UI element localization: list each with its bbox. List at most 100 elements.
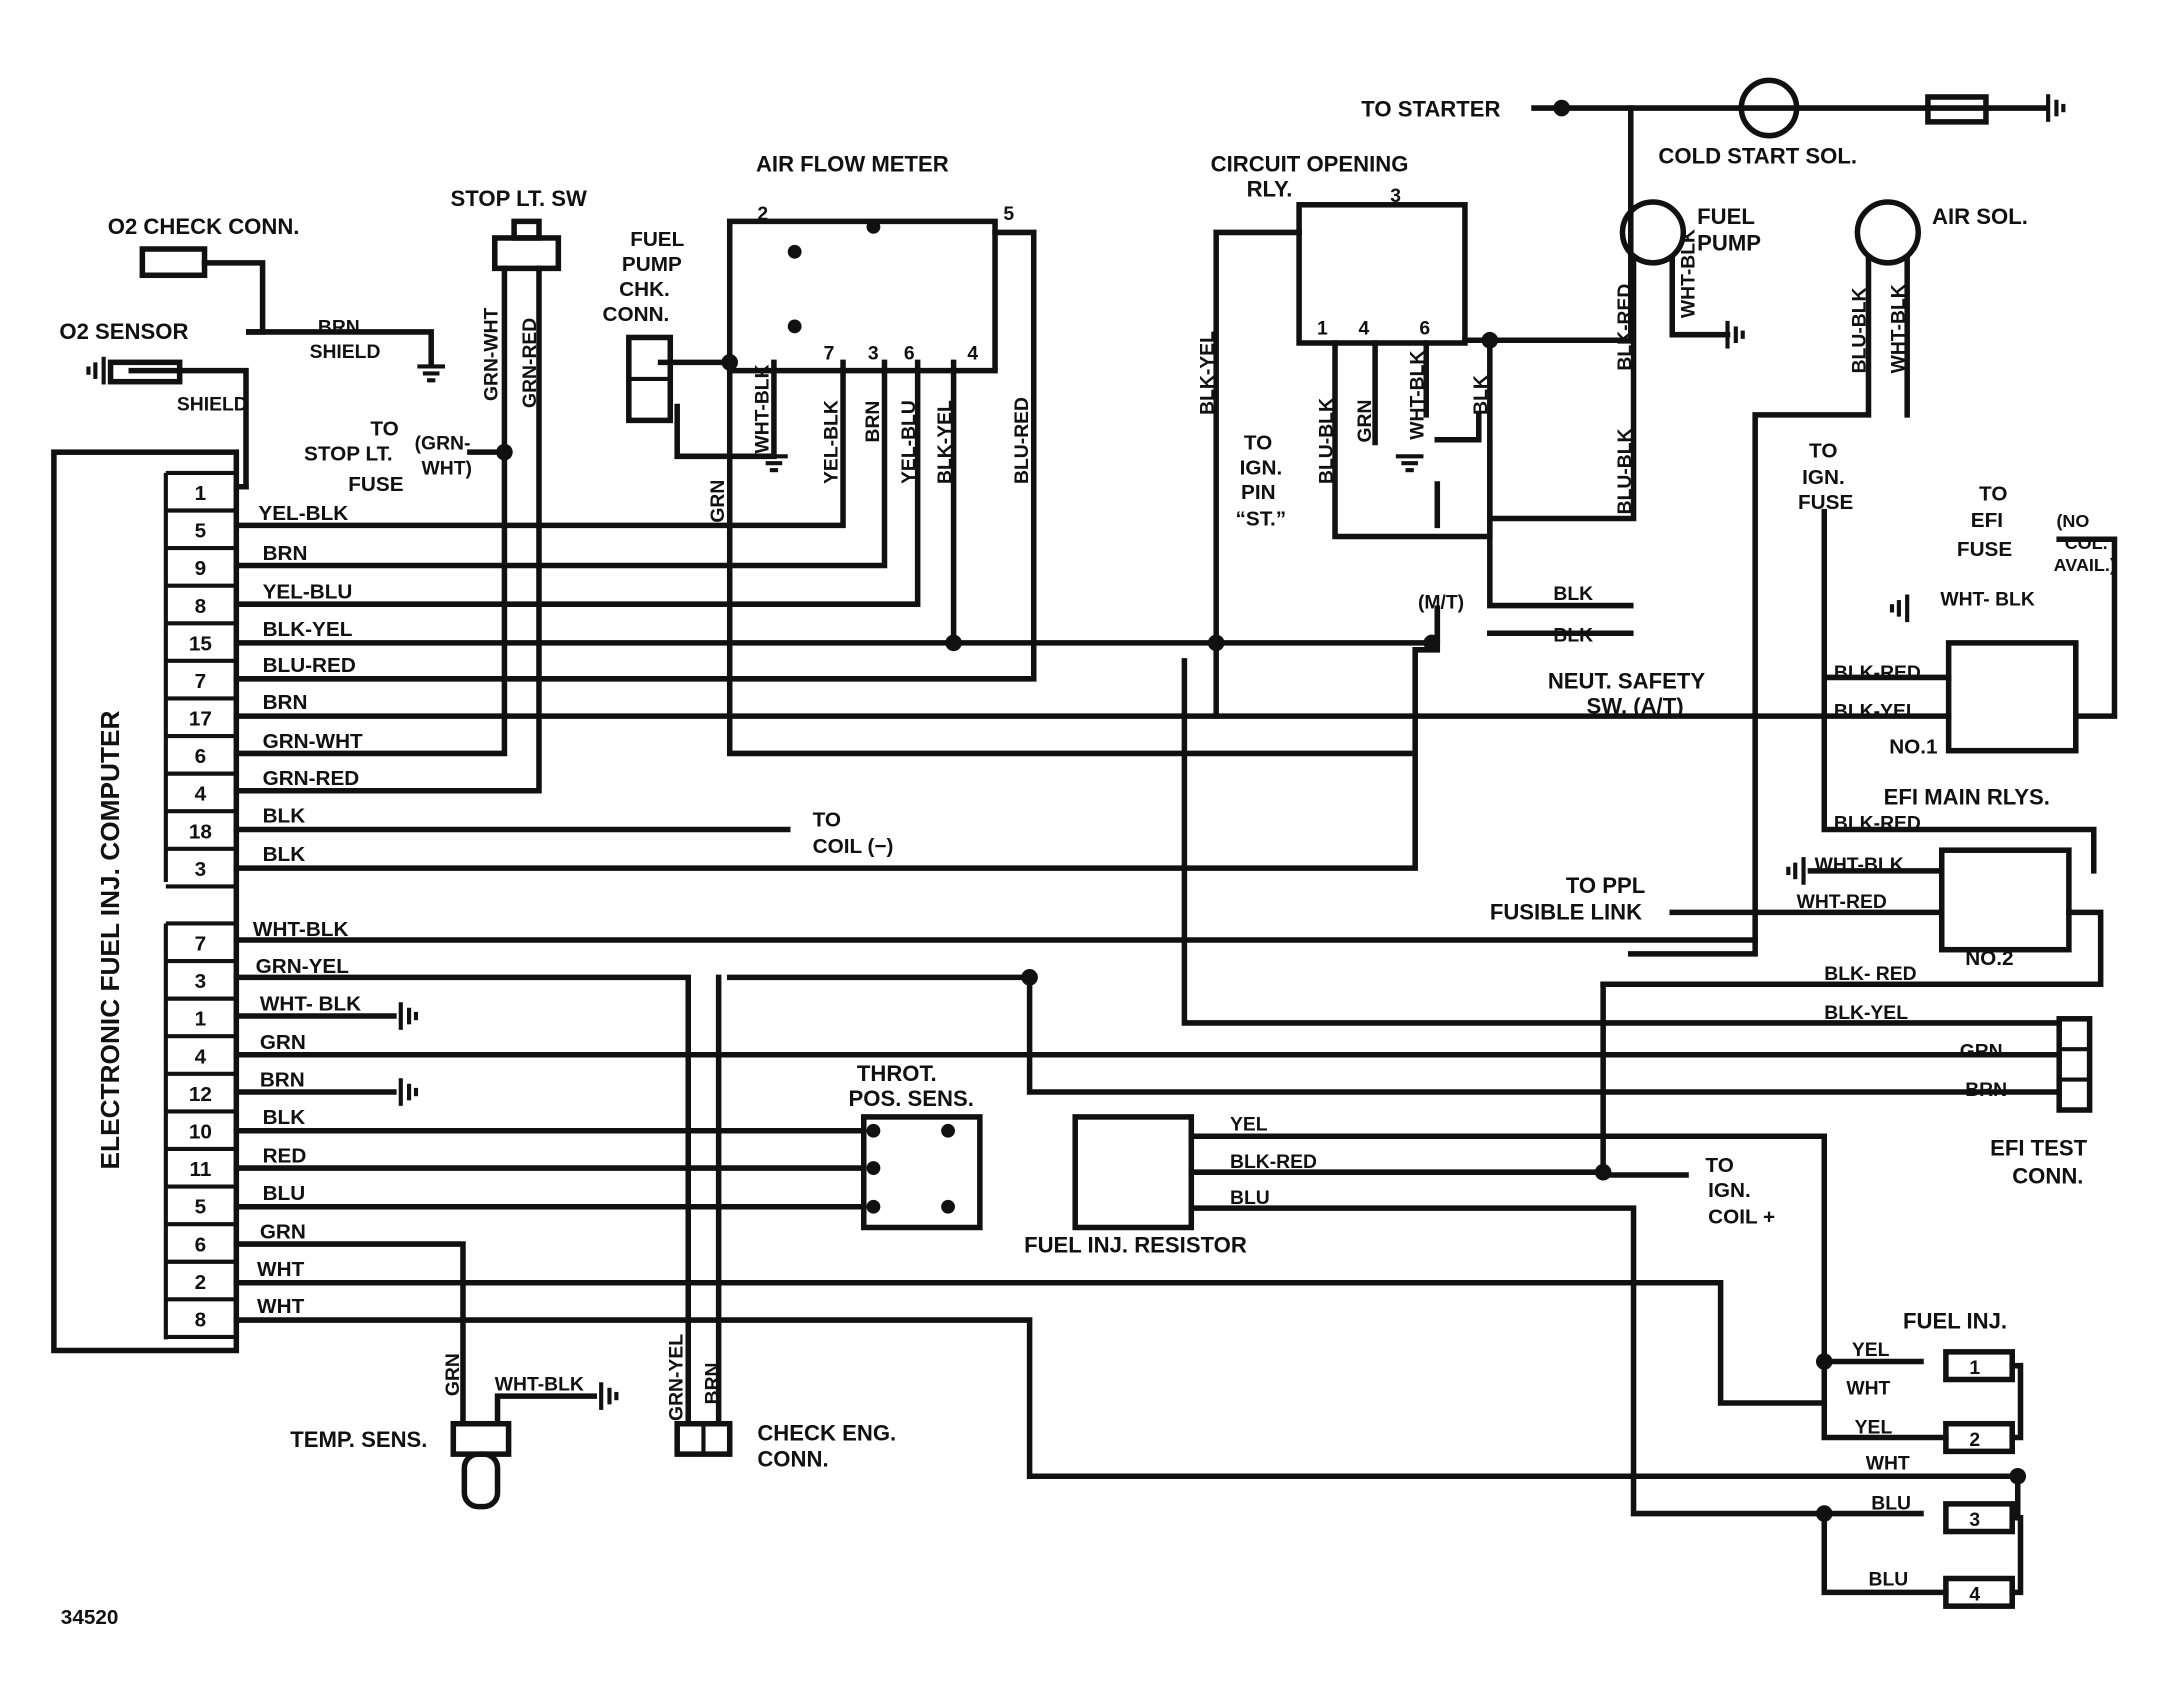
- check-eng-label: CONN.: [757, 1447, 828, 1472]
- wire-label-vertical: GRN-YEL: [666, 1334, 688, 1421]
- computer-pin-number: 1: [195, 482, 207, 505]
- efi-test-label: CONN.: [2012, 1163, 2083, 1188]
- grn-wht-paren: WHT): [422, 457, 472, 479]
- fuel-injector-resistor: [1072, 1114, 1195, 1231]
- shield-label: SHIELD: [177, 394, 248, 416]
- fuel-pump-label: FUEL: [1697, 204, 1755, 229]
- nss-wire-label: BLK: [1553, 625, 1593, 647]
- to-efi-fuse-label: EFI: [1971, 509, 2003, 532]
- ground-icon: [760, 454, 788, 473]
- computer-pin-number: 5: [195, 520, 207, 543]
- wire-label-vertical: WHT-BLK: [751, 364, 773, 453]
- ground-icon: [417, 364, 446, 383]
- fuel-pump-chk-label: PUMP: [622, 253, 682, 276]
- resistor-wire-label: BLU: [1230, 1187, 1270, 1209]
- wire-label-bottom: WHT: [257, 1258, 305, 1281]
- neut-safety-label: SW. (A/T): [1587, 693, 1684, 718]
- computer-pin-number: 5: [195, 1196, 207, 1219]
- relay-wire-label: BLK-RED: [1834, 812, 1921, 834]
- wire-label-vertical: BLU-RED: [1011, 397, 1033, 484]
- injector-number: 2: [1969, 1429, 1980, 1451]
- wire-label-vertical: BRN: [862, 401, 884, 443]
- to-efi-fuse-label: TO: [1979, 483, 2007, 506]
- air-flow-meter-label: AIR FLOW METER: [756, 152, 949, 177]
- wire-label-top: GRN-WHT: [263, 730, 363, 753]
- wire-label-vertical: GRN: [707, 480, 729, 523]
- injector-wire-label: YEL: [1855, 1416, 1893, 1438]
- wire-label-vertical: GRN-WHT: [481, 307, 503, 401]
- to-ppl-label: TO PPL: [1566, 873, 1645, 898]
- wire-label-vertical: BLU-BLK: [1849, 287, 1871, 373]
- ground-icon: [1786, 857, 1806, 885]
- stop-lt-fuse-label: STOP LT.: [304, 442, 393, 465]
- injector-number: 4: [1969, 1584, 1980, 1606]
- injector-wire-label: YEL: [1852, 1339, 1890, 1361]
- afm-pin: 7: [824, 343, 835, 365]
- wire-label-bottom: GRN: [260, 1221, 306, 1244]
- wire-label-vertical: GRN: [1354, 400, 1376, 443]
- injector-number: 3: [1969, 1509, 1980, 1531]
- circuit-opening-label: CIRCUIT OPENING: [1211, 152, 1409, 177]
- computer-pin-number: 11: [189, 1158, 211, 1181]
- o2-check-conn-label: O2 CHECK CONN.: [108, 214, 300, 239]
- to-ign-pin-label: IGN.: [1240, 456, 1283, 479]
- to-ign-fuse-label: IGN.: [1802, 466, 1845, 489]
- computer-pin-number: 6: [195, 1233, 207, 1256]
- resistor-wire-label: YEL: [1230, 1114, 1268, 1136]
- wire-label-vertical: BLK-RED: [1614, 284, 1636, 371]
- relay-wire-label: WHT-BLK: [1815, 854, 1904, 876]
- afm-pin: 6: [904, 343, 915, 365]
- to-coil-label: TO: [813, 809, 841, 832]
- temp-sens-label: TEMP. SENS.: [290, 1427, 427, 1452]
- wire-label-bottom: BLK: [263, 1106, 306, 1129]
- wire-label-vertical: BRN: [702, 1363, 724, 1405]
- wire-label-top: BRN: [263, 691, 308, 714]
- computer-pin-number: 4: [195, 1045, 207, 1068]
- wire-label-vertical: YEL-BLU: [898, 400, 920, 484]
- no-col-label: AVAIL.): [2054, 555, 2116, 575]
- ground-icon: [398, 1078, 419, 1106]
- grn-wht-paren: (GRN-: [415, 432, 471, 454]
- o2-sensor-label: O2 SENSOR: [59, 319, 188, 344]
- wire-label-bottom: GRN-YEL: [256, 955, 350, 978]
- computer-pin-number: 1: [195, 1008, 207, 1031]
- computer-pin-number: 7: [195, 670, 207, 693]
- computer-pin-number: 12: [189, 1083, 212, 1106]
- injector-wire-label: WHT: [1846, 1378, 1890, 1400]
- afm-pin: 4: [967, 343, 978, 365]
- injector-wire-label: WHT: [1866, 1452, 1910, 1474]
- wire-label-top: BLU-RED: [263, 654, 356, 677]
- wire-label-vertical: WHT-BLK: [1887, 284, 1909, 373]
- no-col-label: COL.: [2065, 533, 2108, 553]
- computer-pin-number: 7: [195, 933, 207, 956]
- wire-label-right: BRN: [1965, 1079, 2007, 1101]
- wire-label-top: BLK: [263, 805, 306, 828]
- efi-main-relay-2: [1938, 847, 2072, 953]
- fuel-pump: [1619, 199, 1687, 266]
- wire-label-bottom: WHT-BLK: [253, 918, 349, 941]
- wire-label-right: BLK-YEL: [1824, 1002, 1908, 1024]
- wire-label-top: GRN-RED: [263, 767, 360, 790]
- injector-wire-label: BLU: [1868, 1568, 1908, 1590]
- wire-label-bottom: BLU: [263, 1182, 306, 1205]
- neut-safety-label: NEUT. SAFETY: [1548, 668, 1705, 693]
- mt-label: (M/T): [1418, 591, 1464, 613]
- circuit-opening-relay: [1296, 202, 1468, 346]
- computer-pin-number: 6: [195, 745, 207, 768]
- computer-pin-number: 10: [189, 1120, 212, 1143]
- efi-computer: [51, 449, 240, 1354]
- wire-label-right: BLK- RED: [1824, 963, 1916, 985]
- circuit-opening-label: RLY.: [1247, 176, 1293, 201]
- to-ign-coil-label: TO: [1705, 1154, 1733, 1177]
- throttle-position-sensor: [860, 1114, 983, 1231]
- to-ign-fuse-label: FUSE: [1798, 491, 1853, 514]
- computer-pin-number: 8: [195, 595, 207, 618]
- cold-start-sol-label: COLD START SOL.: [1658, 143, 1857, 168]
- efi-test-connector: [2056, 1016, 2093, 1113]
- wire-label-bottom: BRN: [260, 1069, 305, 1092]
- fuel-pump-chk-label: CONN.: [603, 303, 670, 326]
- stop-lt-sw-label: STOP LT. SW: [451, 186, 587, 211]
- wire-label-bottom: WHT- BLK: [260, 993, 361, 1016]
- o2-sensor-body: [107, 359, 183, 385]
